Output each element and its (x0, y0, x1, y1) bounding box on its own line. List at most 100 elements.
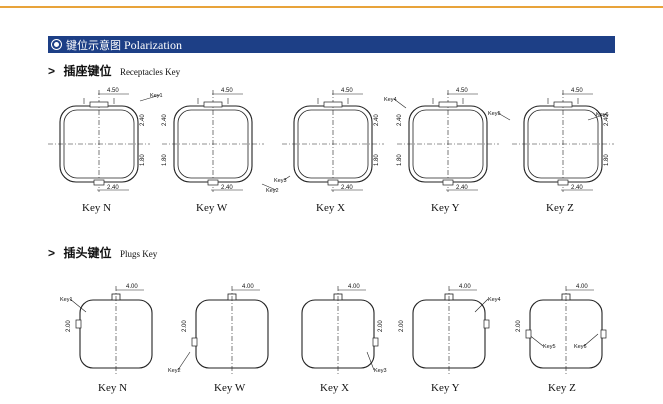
dim-width-label: 4.00 (576, 284, 588, 290)
dim-width-label: 4.00 (348, 284, 360, 290)
top-accent-line (0, 6, 663, 8)
dim-key-offset-label: 1.80 (604, 154, 610, 166)
dim-width-label: 4.00 (126, 284, 138, 290)
key-label: Key4 (384, 97, 397, 103)
dim-width-label: 4.50 (571, 88, 583, 94)
key-label: Key3 (374, 368, 387, 374)
plugs-title-en: Plugs Key (119, 249, 158, 259)
top-key-slot (553, 101, 573, 108)
dim-key-offset-label: 1.80 (374, 154, 380, 166)
dim-key-offset-label: 2.40 (140, 114, 146, 126)
dim-side-label: 2.00 (66, 320, 72, 332)
receptacle-caption: Key X (316, 202, 345, 214)
dim-key-offset-label: 2.40 (162, 114, 168, 126)
dim-width-label: 4.50 (341, 88, 353, 94)
key-leader-line (69, 298, 87, 313)
dim-bottom-label: 2.40 (221, 185, 233, 191)
top-key-slot (89, 101, 109, 108)
key-leader-line (283, 175, 291, 181)
dim-side-label: 2.00 (399, 320, 405, 332)
chevron-right-icon: > (48, 64, 56, 78)
dim-key-offset-label: 1.80 (140, 154, 146, 166)
bullet-icon (52, 40, 61, 49)
key-label: Key1 (150, 93, 163, 99)
bottom-key-slot (442, 179, 454, 186)
plug-side-key (75, 319, 82, 329)
bottom-key-slot (557, 179, 569, 186)
key-label: Key3 (274, 178, 287, 184)
dim-bottom-label: 2.40 (456, 185, 468, 191)
header-title-cn: 键位示意图 (66, 39, 121, 52)
bottom-key-slot (327, 179, 339, 186)
plug-caption: Key W (214, 382, 246, 394)
dim-bottom-label: 2.40 (341, 185, 353, 191)
dim-width-label: 4.50 (107, 88, 119, 94)
key-leader-line (139, 94, 161, 102)
dim-bottom-label: 2.40 (571, 185, 583, 191)
dim-width-label: 4.50 (221, 88, 233, 94)
dim-side-label: 2.00 (182, 320, 188, 332)
receptacles-title-cn: 插座键位 (63, 64, 112, 78)
plug-side-key (483, 319, 490, 329)
key-label: Key5 (488, 111, 501, 117)
plug-side-key (600, 329, 607, 339)
dim-width-label: 4.00 (459, 284, 471, 290)
key-label: Key5 (543, 344, 556, 350)
plug-caption: Key N (98, 382, 127, 394)
header-title-en: Polarization (124, 38, 182, 52)
key-leader-line (587, 113, 607, 121)
receptacle-caption: Key Z (546, 202, 574, 214)
plug-caption: Key X (320, 382, 349, 394)
top-key-slot (323, 101, 343, 108)
key-label: Key2 (266, 188, 279, 194)
top-key-slot (438, 101, 458, 108)
dim-width-label: 4.00 (242, 284, 254, 290)
top-key-slot (203, 101, 223, 108)
key-label: Key6 (596, 112, 609, 118)
dim-key-offset-label: 1.80 (397, 154, 403, 166)
key-leader-line (177, 351, 191, 371)
key-label: Key6 (574, 344, 587, 350)
plugs-title-cn: 插头键位 (63, 246, 112, 260)
key-leader-line (474, 298, 489, 313)
key-label: Key2 (168, 368, 181, 374)
dim-key-offset-label: 2.40 (604, 114, 610, 126)
plugs-heading: > 插头键位 Plugs Key (48, 244, 157, 262)
dim-bottom-label: 2.40 (107, 185, 119, 191)
receptacles-heading: > 插座键位 Receptacles Key (48, 62, 180, 80)
key-leader-line (366, 351, 375, 371)
key-leader-line (393, 98, 407, 109)
plug-side-key (525, 329, 532, 339)
plug-side-key (191, 337, 198, 347)
key-leader-line (497, 112, 511, 121)
key-label: Key1 (60, 297, 73, 303)
plug-caption: Key Y (431, 382, 460, 394)
section-header-bar: 键位示意图 Polarization (48, 36, 615, 53)
dim-width-label: 4.50 (456, 88, 468, 94)
dim-key-offset-label: 2.40 (374, 114, 380, 126)
dim-side-label: 2.00 (378, 320, 384, 332)
bottom-key-slot (93, 179, 105, 186)
dim-side-label: 2.00 (516, 320, 522, 332)
key-label: Key4 (488, 297, 501, 303)
receptacles-title-en: Receptacles Key (119, 67, 181, 77)
receptacle-caption: Key W (196, 202, 228, 214)
key-leader-line (261, 183, 277, 191)
receptacle-caption: Key Y (431, 202, 460, 214)
bottom-key-slot (207, 179, 219, 186)
plug-side-key (372, 337, 379, 347)
dim-key-offset-label: 1.80 (162, 154, 168, 166)
key-leader-line (583, 333, 599, 347)
receptacle-caption: Key N (82, 202, 111, 214)
